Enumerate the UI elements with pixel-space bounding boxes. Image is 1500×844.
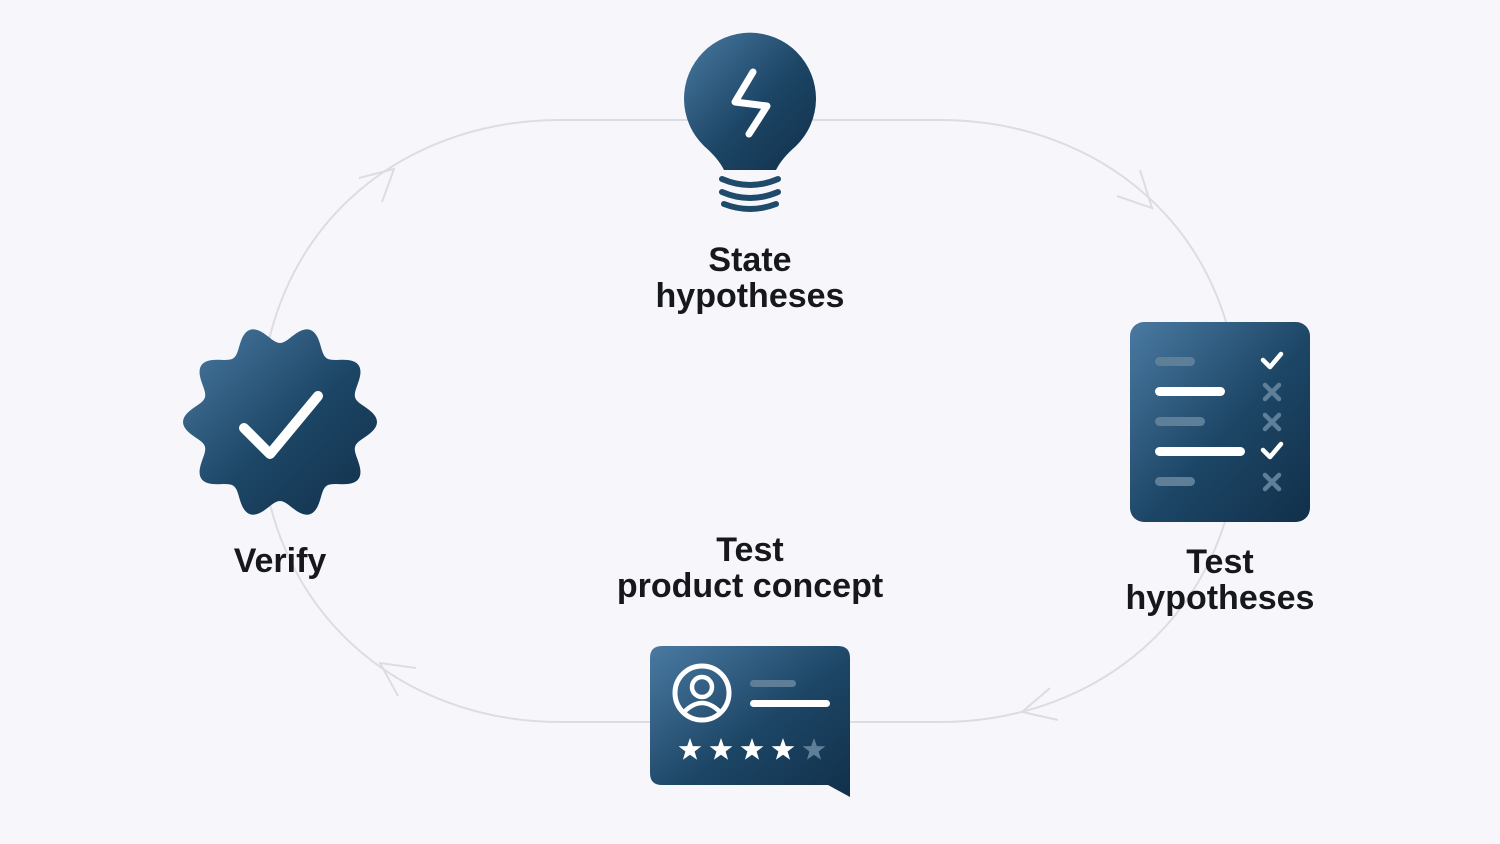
step-title-line1: State [708,241,792,279]
cycle-arrow-top-left [358,167,396,203]
step-title-line1: Test [716,531,784,569]
lightbulb-icon [683,32,816,212]
review-card-icon [650,646,850,797]
step-state-hypotheses: State hypotheses [600,242,900,314]
step-title-line1: Verify [233,542,327,580]
checklist-icon [1130,322,1310,522]
cycle-loop [258,119,1242,723]
cross-mark-icon [1262,382,1282,402]
cycle-arrow-bottom-right [1019,687,1059,721]
step-title-line2: hypotheses [655,277,845,315]
star-icon [709,738,733,760]
star-icon [678,738,702,760]
step-test-hypotheses: Test hypotheses [1070,544,1370,616]
verified-badge-icon [183,329,377,515]
cross-mark-icon [1262,472,1282,492]
star-empty-icon [802,738,826,760]
step-title-line2: product concept [616,567,884,605]
cycle-arrow-top-right [1116,169,1154,210]
user-avatar-icon [672,663,732,723]
check-mark-icon [1260,351,1284,370]
cross-mark-icon [1262,412,1282,432]
step-verify: Verify [180,543,380,579]
cycle-arrow-bottom-left [378,661,417,697]
star-icon [740,738,764,760]
check-mark-icon [1260,441,1284,460]
step-title-line2: hypotheses [1125,579,1315,617]
star-rating [678,738,826,760]
star-icon [771,738,795,760]
step-test-product-concept: Test product concept [560,532,940,604]
step-title-line1: Test [1186,543,1254,581]
